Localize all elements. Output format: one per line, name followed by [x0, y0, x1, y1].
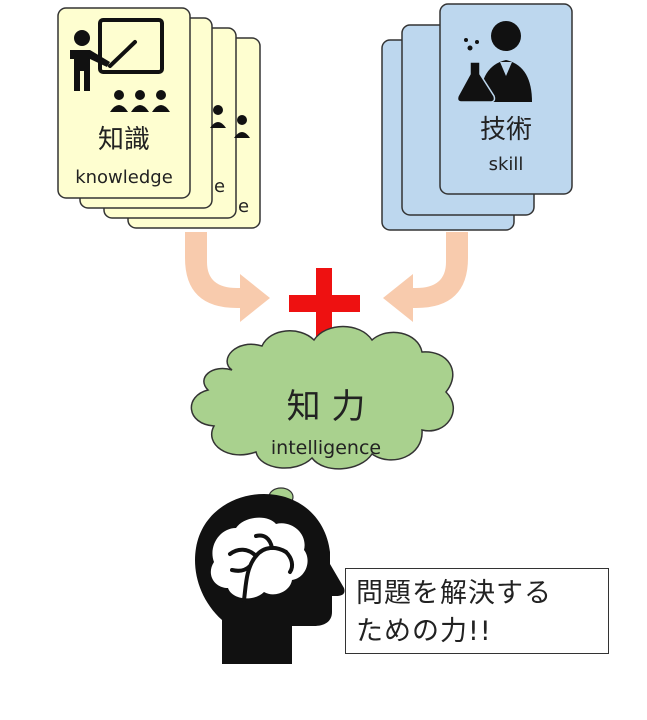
brain-head-icon	[195, 494, 345, 664]
left-arrow	[185, 232, 270, 322]
knowledge-card-subtitle: knowledge	[75, 167, 173, 188]
speech-box: 問題を解決する ための力!!	[345, 568, 609, 654]
scientist-icon	[456, 21, 532, 103]
cloud-subtitle: intelligence	[271, 437, 381, 459]
speech-line-1: 問題を解決する	[356, 578, 552, 609]
knowledge-card-peek-heads	[210, 105, 250, 138]
knowledge-card-stack: e e 知識 knowledge	[57, 7, 261, 229]
teacher-presentation-icon	[70, 18, 170, 112]
knowledge-card-title: 知識	[98, 125, 150, 155]
right-arrow	[383, 232, 468, 322]
arrows	[185, 232, 468, 322]
plus-sign	[289, 268, 360, 340]
knowledge-card-peek-2: e	[238, 196, 249, 217]
speech-line-2: ための力!!	[356, 616, 492, 647]
skill-card-title: 技術	[480, 115, 532, 145]
skill-card-subtitle: skill	[489, 154, 524, 175]
skill-card-stack: 技術 skill	[381, 3, 573, 231]
cloud-shape	[190, 325, 455, 470]
knowledge-card-peek-1: e	[214, 176, 225, 197]
cloud-title: 知 力	[287, 387, 366, 427]
intelligence-cloud: 知 力 intelligence	[190, 325, 455, 470]
